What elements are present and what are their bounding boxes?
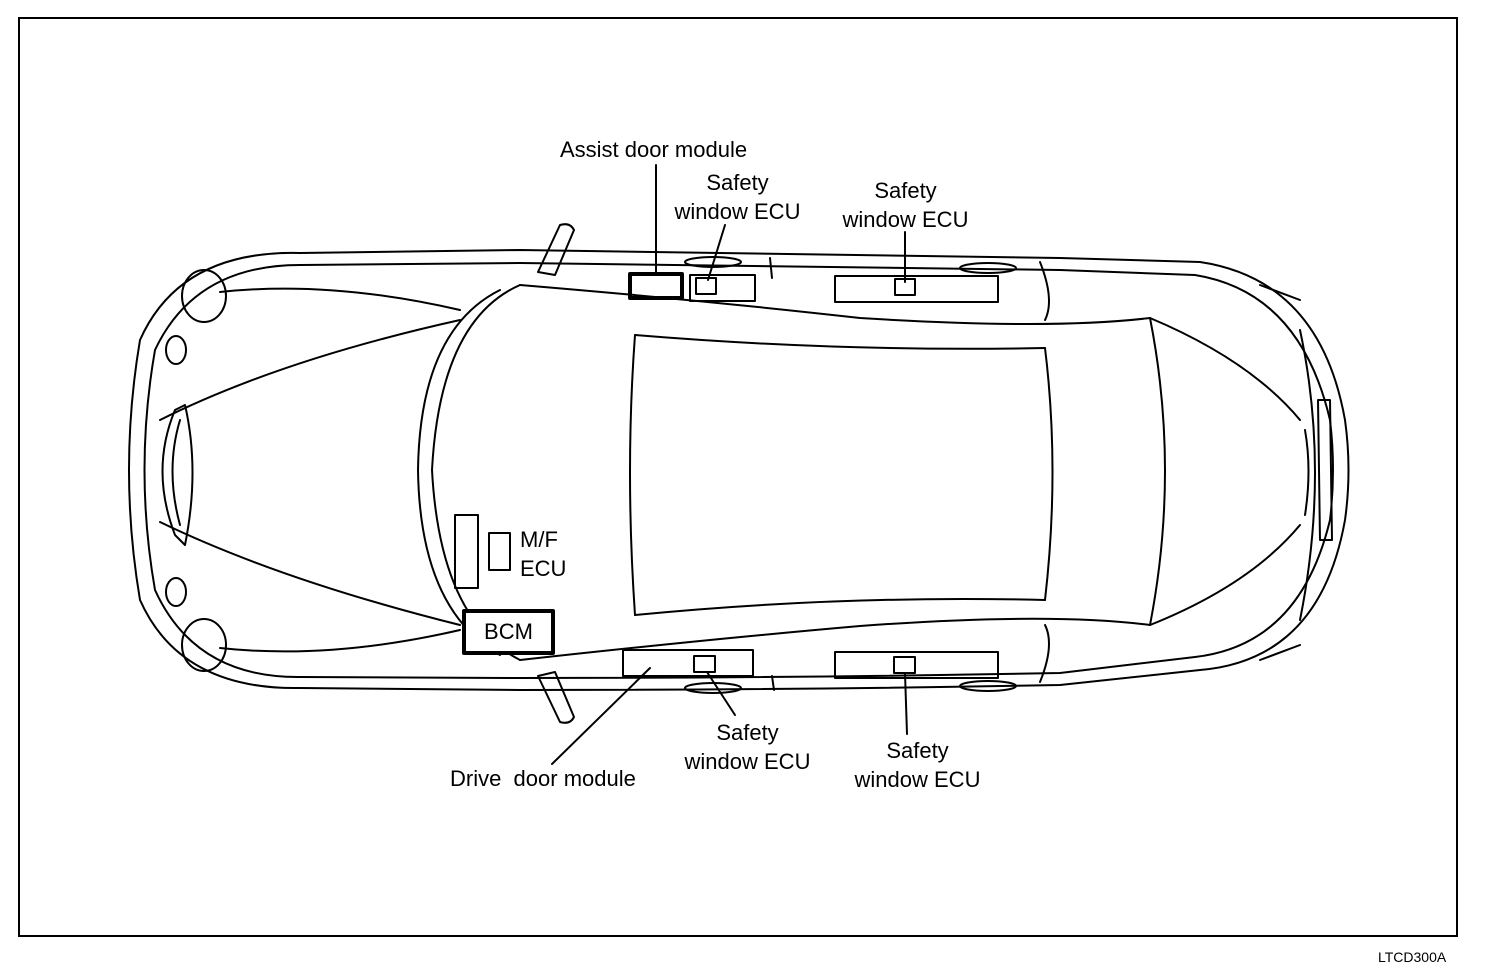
drive-door-module-label: Drive door module <box>450 766 636 791</box>
safety-window-ecu-label-top-front: Safety window ECU <box>660 168 815 226</box>
cabin <box>417 284 1316 661</box>
diagram-frame <box>18 17 1458 937</box>
assist-door-module-label: Assist door module <box>560 137 748 162</box>
leader-lines <box>551 164 908 765</box>
mf-ecu-box <box>488 532 511 571</box>
mf-ecu-label: M/F ECU <box>520 525 566 583</box>
safety-line: Safety <box>716 720 779 745</box>
safety-window-ecu-box-top-front <box>695 277 717 295</box>
mf-line: M/F <box>520 527 558 552</box>
window-ecu-line: window ECU <box>842 207 969 232</box>
rear-details <box>1259 284 1333 661</box>
window-ecu-line: window ECU <box>674 199 801 224</box>
safety-window-ecu-box-bottom-front <box>693 655 716 673</box>
bcm-label: BCM <box>484 619 533 644</box>
safety-line: Safety <box>706 170 769 195</box>
door-lines <box>684 256 1050 694</box>
ecu-line: ECU <box>520 556 567 581</box>
front-lamps <box>165 269 227 672</box>
side-mirrors <box>537 223 575 724</box>
hood <box>159 287 461 653</box>
safety-window-ecu-label-bottom-front: Safety window ECU <box>670 718 825 776</box>
window-ecu-line: window ECU <box>854 767 981 792</box>
car-body-outline <box>128 249 1350 691</box>
door-panels <box>622 274 999 679</box>
safety-window-ecu-box-bottom-rear <box>893 656 916 674</box>
safety-line: Safety <box>886 738 949 763</box>
bcm-box <box>462 609 555 655</box>
mf-panel-box <box>454 514 479 589</box>
safety-window-ecu-label-top-rear: Safety window ECU <box>828 176 983 234</box>
safety-line: Safety <box>874 178 937 203</box>
window-ecu-line: window ECU <box>684 749 811 774</box>
figure-code: LTCD300A <box>1378 949 1447 965</box>
safety-window-ecu-label-bottom-rear: Safety window ECU <box>840 736 995 794</box>
